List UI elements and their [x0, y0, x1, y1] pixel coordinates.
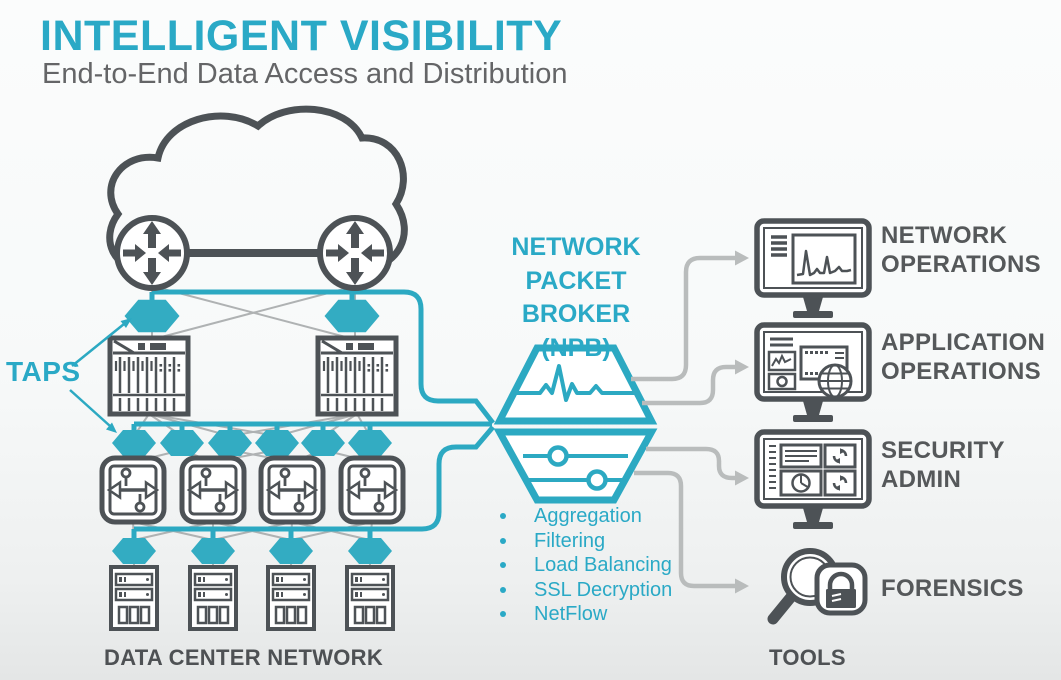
npb-feature-item: SSL Decryption	[498, 578, 672, 603]
tool-label-network-operations: NETWORK OPERATIONS	[881, 222, 1041, 278]
tool-label-forensics: FORENSICS	[881, 575, 1024, 602]
bullet-dot-icon	[500, 562, 506, 568]
npb-heading: NETWORK PACKET BROKER (NPB)	[495, 231, 657, 365]
npb-feature-item: NetFlow	[498, 602, 672, 627]
server-icon	[109, 565, 159, 631]
magnifier-lock-icon	[767, 548, 868, 625]
core-switch-chassis-icon	[318, 338, 396, 414]
taps-callout-arrows	[69, 318, 132, 433]
tap-icon	[301, 430, 345, 456]
tap-icon	[124, 299, 180, 333]
tool-label-application-operations: APPLICATION OPERATIONS	[881, 329, 1046, 385]
monitor-apps-globe-icon	[757, 325, 869, 422]
npb-icon	[493, 344, 658, 504]
monitor-dashboard-icon	[757, 432, 869, 529]
tap-pipe-bottom	[134, 425, 495, 532]
server-icon	[188, 565, 238, 631]
data-center-network-label: DATA CENTER NETWORK	[104, 645, 384, 670]
npb-feature-item: Aggregation	[498, 504, 672, 529]
npb-feature-text: Aggregation	[534, 505, 642, 527]
tap-pipe-top	[152, 289, 495, 425]
server-icon	[345, 565, 395, 631]
npb-to-tool-arrows	[631, 250, 749, 594]
sliders-hexagon-icon	[493, 428, 658, 504]
access-switch-icon	[102, 458, 164, 522]
taps-label: TAPS	[6, 356, 81, 387]
access-switch-icon	[261, 458, 323, 522]
core-switch-chassis-icon	[110, 338, 188, 414]
npb-heading-line: NETWORK	[511, 233, 641, 261]
npb-heading-line: PACKET	[525, 266, 627, 295]
npb-heading-line: (NPB)	[541, 333, 611, 362]
router-icon	[117, 218, 187, 288]
bullet-dot-icon	[500, 537, 506, 544]
pulse-hexagon-icon	[493, 344, 658, 425]
page-subtitle: End-to-End Data Access and Distribution	[42, 58, 568, 90]
npb-feature-item: Load Balancing	[498, 553, 672, 578]
npb-feature-text: NetFlow	[534, 603, 608, 625]
npb-feature-text: Load Balancing	[534, 554, 672, 576]
npb-heading-line: BROKER	[521, 300, 631, 328]
tools-label: TOOLS	[769, 645, 846, 670]
server-icon	[266, 565, 316, 631]
page-title: INTELLIGENT VISIBILITY	[40, 12, 563, 60]
tap-icon	[112, 538, 156, 564]
tap-icon	[112, 430, 156, 456]
npb-feature-text: Filtering	[534, 529, 606, 552]
tap-icon	[324, 299, 380, 333]
access-switch-icon	[341, 458, 403, 522]
tap-icon	[348, 430, 392, 456]
monitor-waveform-icon	[757, 221, 869, 318]
tap-icon	[269, 538, 313, 564]
access-switch-icon	[182, 458, 244, 522]
router-icon	[320, 218, 390, 288]
bullet-dot-icon	[500, 611, 506, 617]
npb-feature-text: SSL Decryption	[534, 578, 673, 601]
tap-icon	[191, 538, 235, 564]
npb-feature-item: Filtering	[498, 529, 672, 554]
tap-icon	[348, 538, 392, 564]
bullet-dot-icon	[500, 513, 506, 519]
tap-icon	[160, 430, 204, 456]
bullet-dot-icon	[500, 586, 506, 593]
npb-feature-list: Aggregation Filtering Load Balancing SSL…	[498, 504, 672, 627]
tool-label-security-admin: SECURITY ADMIN	[881, 437, 1005, 493]
